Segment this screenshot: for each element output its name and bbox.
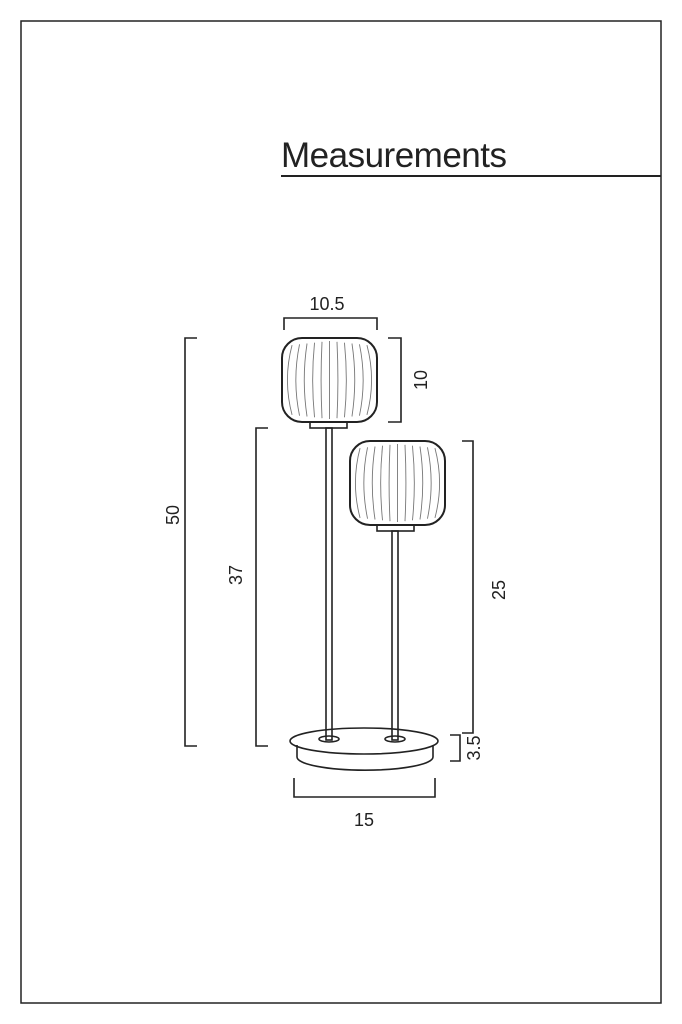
short-lamp-ribs (355, 444, 440, 522)
lamp-base (289, 727, 439, 771)
shade-rib (366, 345, 372, 415)
page-title: Measurements (281, 136, 506, 175)
base-side (296, 745, 434, 771)
tall-lamp (281, 337, 378, 741)
short-lamp-height-bracket (462, 440, 474, 734)
base-width-label: 15 (354, 810, 374, 830)
total-height-bracket (184, 337, 197, 747)
short-lamp-height-label: 25 (489, 580, 509, 600)
base-top (289, 727, 439, 755)
shade-rib (404, 444, 407, 522)
shade-rib (434, 448, 440, 518)
short-lamp-stem (391, 530, 399, 741)
tall-lamp-stem (325, 427, 333, 741)
shade-rib (320, 341, 323, 419)
shade-rib (336, 341, 339, 419)
base-width-bracket (293, 778, 436, 798)
stem-height-label: 37 (226, 565, 246, 585)
shade-rib (371, 446, 376, 520)
shade-rib (351, 343, 356, 417)
shade-rib (344, 342, 347, 418)
shade-rib (412, 445, 415, 521)
shade-width-label: 10.5 (309, 294, 344, 314)
shade-rib (312, 342, 315, 418)
shade-rib (355, 448, 361, 518)
shade-rib (359, 344, 364, 416)
total-height-label: 50 (163, 505, 183, 525)
base-hole-right (384, 735, 406, 743)
base-hole-left (318, 735, 340, 743)
shade-rib (363, 447, 368, 519)
shade-rib (295, 344, 300, 416)
shade-rib (388, 444, 391, 522)
shade-rib (419, 446, 424, 520)
page-border (20, 20, 662, 1004)
shade-rib (380, 445, 383, 521)
shade-rib (303, 343, 308, 417)
shade-rib (287, 345, 293, 415)
shade-width-bracket (283, 317, 378, 330)
base-height-bracket (450, 734, 461, 762)
shade-height-label: 10 (411, 370, 431, 390)
stem-height-bracket (255, 427, 268, 747)
short-lamp (349, 440, 446, 741)
base-height-label: 3.5 (464, 735, 484, 760)
shade-height-bracket (388, 337, 402, 423)
shade-rib (427, 447, 432, 519)
tall-lamp-ribs (287, 340, 372, 419)
